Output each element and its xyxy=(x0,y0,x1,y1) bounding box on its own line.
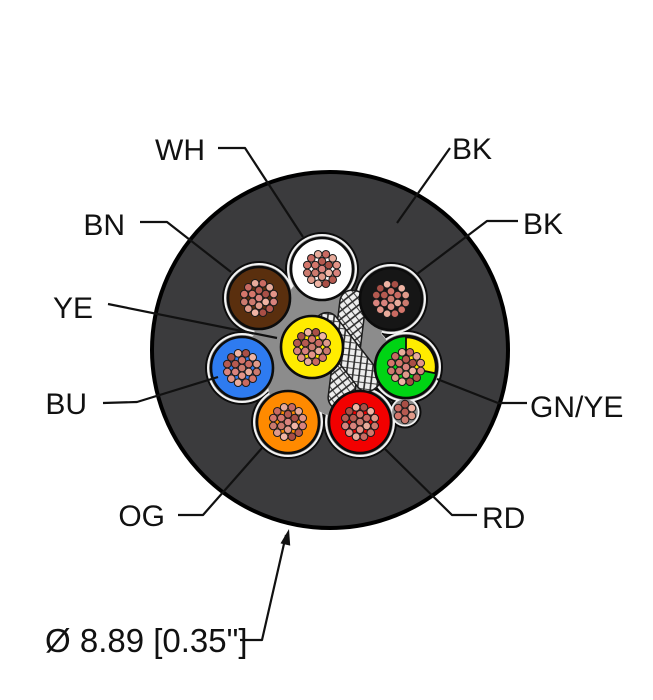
leader-bn xyxy=(140,220,232,273)
leader-og xyxy=(178,447,263,517)
dimension-annotation: Ø 8.89 [0.35"] xyxy=(45,529,291,659)
leader-lines xyxy=(102,146,527,517)
conductor-ye xyxy=(279,314,345,380)
labels: WH BK BN BK YE BU GN/YE OG RD xyxy=(45,133,623,535)
conductor-bk xyxy=(358,266,424,332)
leader-bk-jacket xyxy=(396,147,451,224)
leader-gn-ye xyxy=(436,377,527,405)
conductor-wh xyxy=(289,236,355,302)
conductor-rd xyxy=(327,389,393,455)
leader-wh xyxy=(218,146,304,238)
label-bu: BU xyxy=(45,388,87,421)
conductor-og xyxy=(255,389,321,455)
label-bk-jacket: BK xyxy=(452,133,492,166)
leader-ye xyxy=(107,302,278,340)
drain-strands xyxy=(393,399,417,425)
dimension-arrowhead-icon xyxy=(280,529,291,546)
leader-bk xyxy=(416,219,518,275)
label-gn-ye: GN/YE xyxy=(530,391,623,424)
label-rd: RD xyxy=(482,502,525,535)
leader-rd xyxy=(383,447,477,517)
conductor-gn-ye xyxy=(373,334,439,400)
dimension-label: Ø 8.89 [0.35"] xyxy=(45,622,248,659)
label-ye: YE xyxy=(53,292,93,325)
conductor-bu xyxy=(209,335,275,401)
conductors xyxy=(209,236,439,455)
dimension-leader xyxy=(240,534,288,642)
label-bk: BK xyxy=(523,208,563,241)
label-og: OG xyxy=(118,500,165,533)
conductor-bn xyxy=(226,265,292,331)
leader-bu xyxy=(102,375,219,405)
label-wh: WH xyxy=(155,134,205,167)
label-bn: BN xyxy=(83,209,125,242)
